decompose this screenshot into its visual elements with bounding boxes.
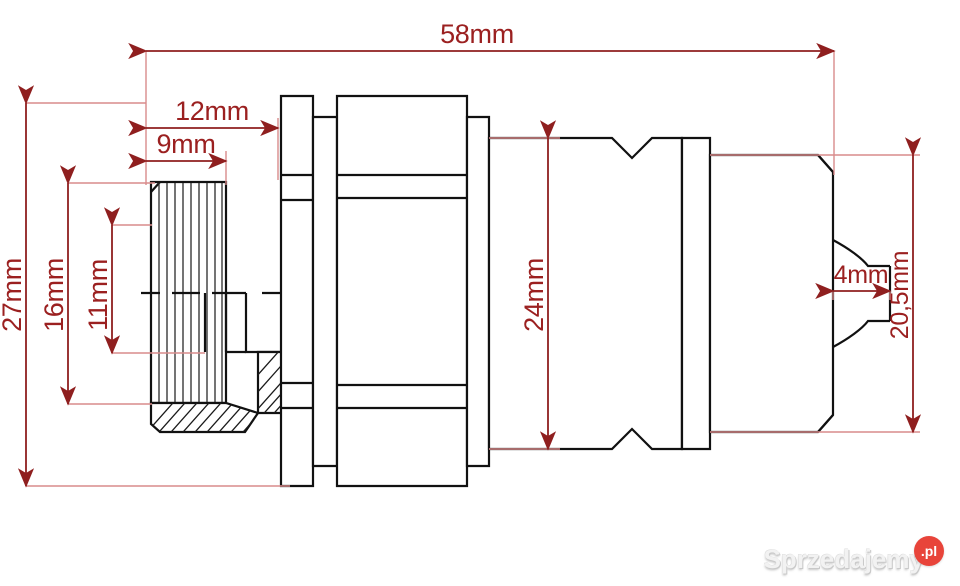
dimension-label-20-5mm: 20,5mm <box>886 251 914 340</box>
dimension-label-9mm: 9mm <box>156 129 215 159</box>
tip-chamfer-bottom <box>817 414 834 433</box>
tip-neck-lower-curve <box>832 319 890 348</box>
dimension-layer: 58mm 12mm 9mm 27mm 16mm <box>0 19 922 488</box>
dimension-body-diameter: 24mm <box>519 120 557 451</box>
collar-plate-right <box>465 115 491 468</box>
dimension-thread-length: 9mm <box>128 129 228 170</box>
dimension-label-24mm: 24mm <box>519 258 549 332</box>
dimension-tip-diameter: 20,5mm <box>886 137 922 434</box>
tip-chamfer-top <box>817 154 834 173</box>
spacer-ring <box>311 115 339 468</box>
dimension-tip-neck-width: 4mm <box>815 261 892 300</box>
dimension-label-11mm: 11mm <box>83 259 113 331</box>
dimension-label-4mm: 4mm <box>834 261 889 289</box>
dimension-hex-across-flats: 16mm <box>39 165 77 406</box>
tip-neck-upper-curve <box>832 239 890 268</box>
part-geometry <box>141 94 892 488</box>
dimension-overall-height: 27mm <box>0 85 35 488</box>
plug-shank <box>680 136 712 451</box>
collar-plate-left <box>279 94 315 488</box>
extension-lines <box>26 51 920 487</box>
main-body-block <box>335 94 469 488</box>
groove-cylinder <box>487 136 684 451</box>
dimension-thread-diameter: 11mm <box>83 207 121 355</box>
dimension-label-58mm: 58mm <box>440 19 514 49</box>
dimension-overall-length: 58mm <box>128 19 836 60</box>
dimension-hex-to-flange: 12mm <box>128 96 280 137</box>
tip-body <box>708 153 835 434</box>
seat-taper-upper <box>244 293 281 354</box>
dimension-label-27mm: 27mm <box>0 258 27 332</box>
dimension-label-16mm: 16mm <box>39 258 69 332</box>
dimension-label-12mm: 12mm <box>175 96 249 126</box>
